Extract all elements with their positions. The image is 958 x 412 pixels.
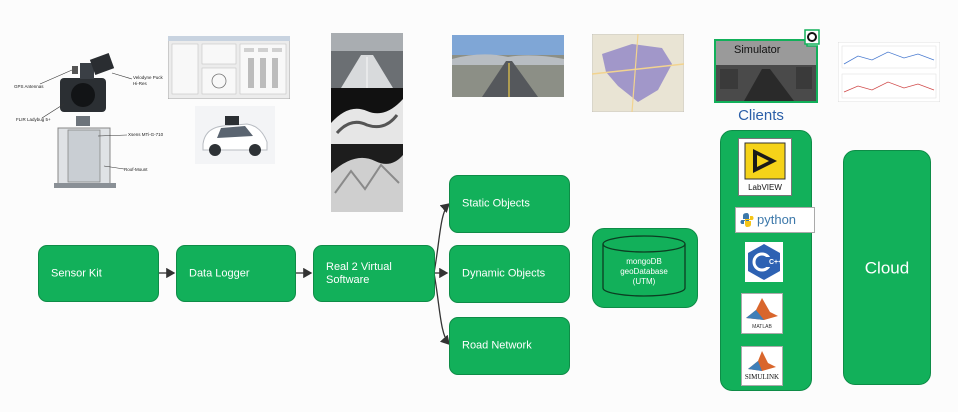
- matlab-logo: MATLAB: [741, 293, 783, 334]
- python-icon: [740, 213, 754, 227]
- database-label-line3: (UTM): [632, 277, 656, 286]
- matlab-icon: [746, 298, 778, 320]
- label-velodyne-hires: Hi-Res: [133, 81, 148, 86]
- road-network-label: Road Network: [462, 339, 532, 352]
- label-velodyne: Velodyne Puck: [133, 75, 164, 80]
- dynamic-objects-box: Dynamic Objects: [449, 245, 570, 303]
- label-xsens: Xsens MTi-G-710: [128, 132, 164, 137]
- simulink-label: SIMULINK: [744, 373, 780, 381]
- static-objects-box: Static Objects: [449, 175, 570, 233]
- python-logo: python: [735, 207, 815, 233]
- simulator-label: Simulator: [734, 44, 781, 56]
- database-cylinder-icon: [602, 235, 686, 297]
- database-box: [592, 228, 698, 308]
- data-logger-label: Data Logger: [189, 267, 250, 279]
- simulink-icon: [748, 351, 776, 371]
- real2virtual-line2: Software: [326, 273, 370, 286]
- labview-icon: [744, 142, 786, 180]
- cloud-box: Cloud: [843, 150, 931, 385]
- sensor-kit-label: Sensor Kit: [51, 267, 102, 279]
- data-logger-box: Data Logger: [176, 245, 296, 302]
- label-flir-ladybug: FLIR Ladybug 5+: [16, 117, 51, 122]
- data-logger-screenshot: [168, 36, 290, 99]
- real2virtual-line1: Real 2 Virtual: [326, 260, 392, 273]
- label-gps-antennas: GPS Antennas: [14, 84, 44, 89]
- label-roof-mount: Roof-Mount: [124, 167, 148, 172]
- simulator-screenshot: Simulator: [714, 39, 818, 103]
- point-cloud-images: [331, 33, 403, 212]
- analysis-plots-screenshot: [838, 42, 940, 102]
- matlab-label: MATLAB: [752, 324, 772, 330]
- python-label: python: [757, 212, 797, 227]
- static-objects-label: Static Objects: [462, 197, 530, 210]
- arrow-software-to-road: [433, 272, 450, 345]
- labview-logo: LabVIEW: [738, 138, 792, 196]
- labview-label: LabVIEW: [748, 183, 782, 192]
- virtual-road-scene: [452, 35, 564, 97]
- road-network-box: Road Network: [449, 317, 570, 375]
- database-label-line1: mongoDB: [626, 257, 662, 266]
- dynamic-objects-label: Dynamic Objects: [462, 267, 546, 280]
- database-label-line2: geoDatabase: [620, 267, 668, 276]
- unreal-engine-icon: [804, 29, 820, 45]
- database-label: mongoDB geoDatabase (UTM): [599, 257, 689, 287]
- clients-title: Clients: [738, 107, 784, 124]
- arrow-software-to-static: [433, 203, 450, 274]
- simulink-logo: SIMULINK: [741, 346, 783, 386]
- sensor-rig-illustration: GPS Antennas FLIR Ladybug 5+ Velodyne Pu…: [14, 53, 164, 188]
- cpp-logo: C++: [745, 242, 783, 282]
- cloud-label: Cloud: [864, 258, 910, 277]
- sensor-car-photo: [195, 106, 275, 164]
- road-density-map: [592, 34, 684, 112]
- sensor-kit-box: Sensor Kit: [38, 245, 159, 302]
- cpp-label: C++: [769, 259, 782, 266]
